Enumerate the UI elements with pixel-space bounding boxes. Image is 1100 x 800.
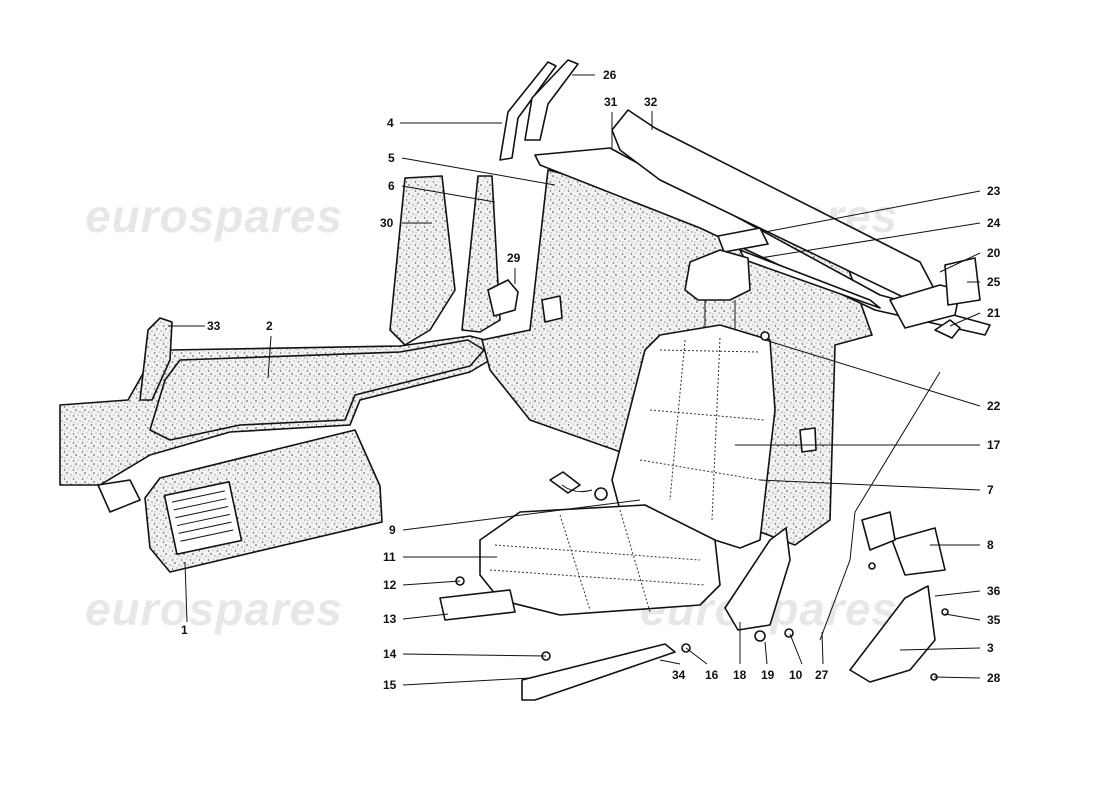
side-carpet-33 (139, 317, 173, 401)
floor-carpet-assembly (59, 317, 491, 573)
callout-22: 22 (987, 399, 1001, 413)
callout-26: 26 (603, 68, 617, 82)
callout-33: 33 (207, 319, 221, 333)
bulkhead-bracket (799, 427, 817, 453)
seat-runner-13 (439, 589, 516, 621)
callout-35: 35 (987, 613, 1001, 627)
callout-10: 10 (789, 668, 803, 682)
callout-5: 5 (388, 151, 395, 165)
callout-16: 16 (705, 668, 719, 682)
bolt-9 (594, 487, 608, 501)
callout-13: 13 (383, 612, 397, 626)
buckle-cable (561, 484, 593, 493)
callout-labels: 1 2 3 4 5 6 7 8 9 10 11 12 13 14 15 16 1… (181, 68, 1001, 692)
callout-24: 24 (987, 216, 1001, 230)
heel-pad-ribs (171, 490, 234, 542)
callout-6: 6 (388, 179, 395, 193)
callout-17: 17 (987, 438, 1001, 452)
callout-34: 34 (672, 668, 686, 682)
callout-23: 23 (987, 184, 1001, 198)
callout-18: 18 (733, 668, 747, 682)
callout-28: 28 (987, 671, 1001, 685)
sill-bracket (97, 479, 141, 513)
lap-belt (819, 371, 941, 641)
callout-29: 29 (507, 251, 521, 265)
belt-buckle (549, 471, 581, 494)
callout-25: 25 (987, 275, 1001, 289)
seat-runner-15 (521, 643, 676, 701)
callout-11: 11 (383, 550, 396, 564)
belt-retractor (861, 511, 896, 551)
callout-14: 14 (383, 647, 397, 661)
callout-3: 3 (987, 641, 994, 655)
callout-8: 8 (987, 538, 994, 552)
leader-lines (168, 74, 981, 686)
bulkhead-bracket (541, 295, 563, 323)
pillar-trim-30 (389, 175, 456, 346)
pillar-trims (389, 59, 579, 346)
callout-4: 4 (387, 116, 394, 130)
callout-21: 21 (987, 306, 1001, 320)
headrest (684, 249, 751, 301)
seat-side-cover-18 (724, 527, 791, 631)
watermark: eurospares (85, 583, 343, 635)
callout-31: 31 (604, 95, 618, 109)
callout-36: 36 (987, 584, 1001, 598)
callout-20: 20 (987, 246, 1001, 260)
callout-15: 15 (383, 678, 397, 692)
callout-12: 12 (383, 578, 397, 592)
callout-9: 9 (389, 523, 396, 537)
rear-shelf (534, 109, 991, 339)
seat-cushion (479, 504, 721, 616)
callout-7: 7 (987, 483, 994, 497)
callout-2: 2 (266, 319, 273, 333)
screw-35 (941, 608, 949, 616)
callout-1: 1 (181, 623, 188, 637)
floor-carpet-2 (149, 339, 485, 441)
pillar-trim-4 (499, 61, 557, 161)
seat-hardware (439, 331, 949, 701)
callout-30: 30 (380, 216, 394, 230)
pillar-trim-26 (524, 59, 579, 141)
bolt-27 (868, 562, 876, 570)
bolt-19 (754, 630, 766, 642)
clip-22 (760, 331, 770, 341)
seat-backrest (611, 324, 776, 549)
belt-cover-8 (891, 527, 946, 576)
watermark: eurospares (85, 190, 343, 242)
seat-side-cover-3 (849, 585, 936, 683)
trim-strip-23 (717, 227, 769, 253)
bracket-29 (487, 279, 519, 317)
seat-assembly (479, 249, 776, 616)
callout-19: 19 (761, 668, 775, 682)
nut-10 (784, 628, 794, 638)
callout-32: 32 (644, 95, 658, 109)
callout-27: 27 (815, 668, 829, 682)
